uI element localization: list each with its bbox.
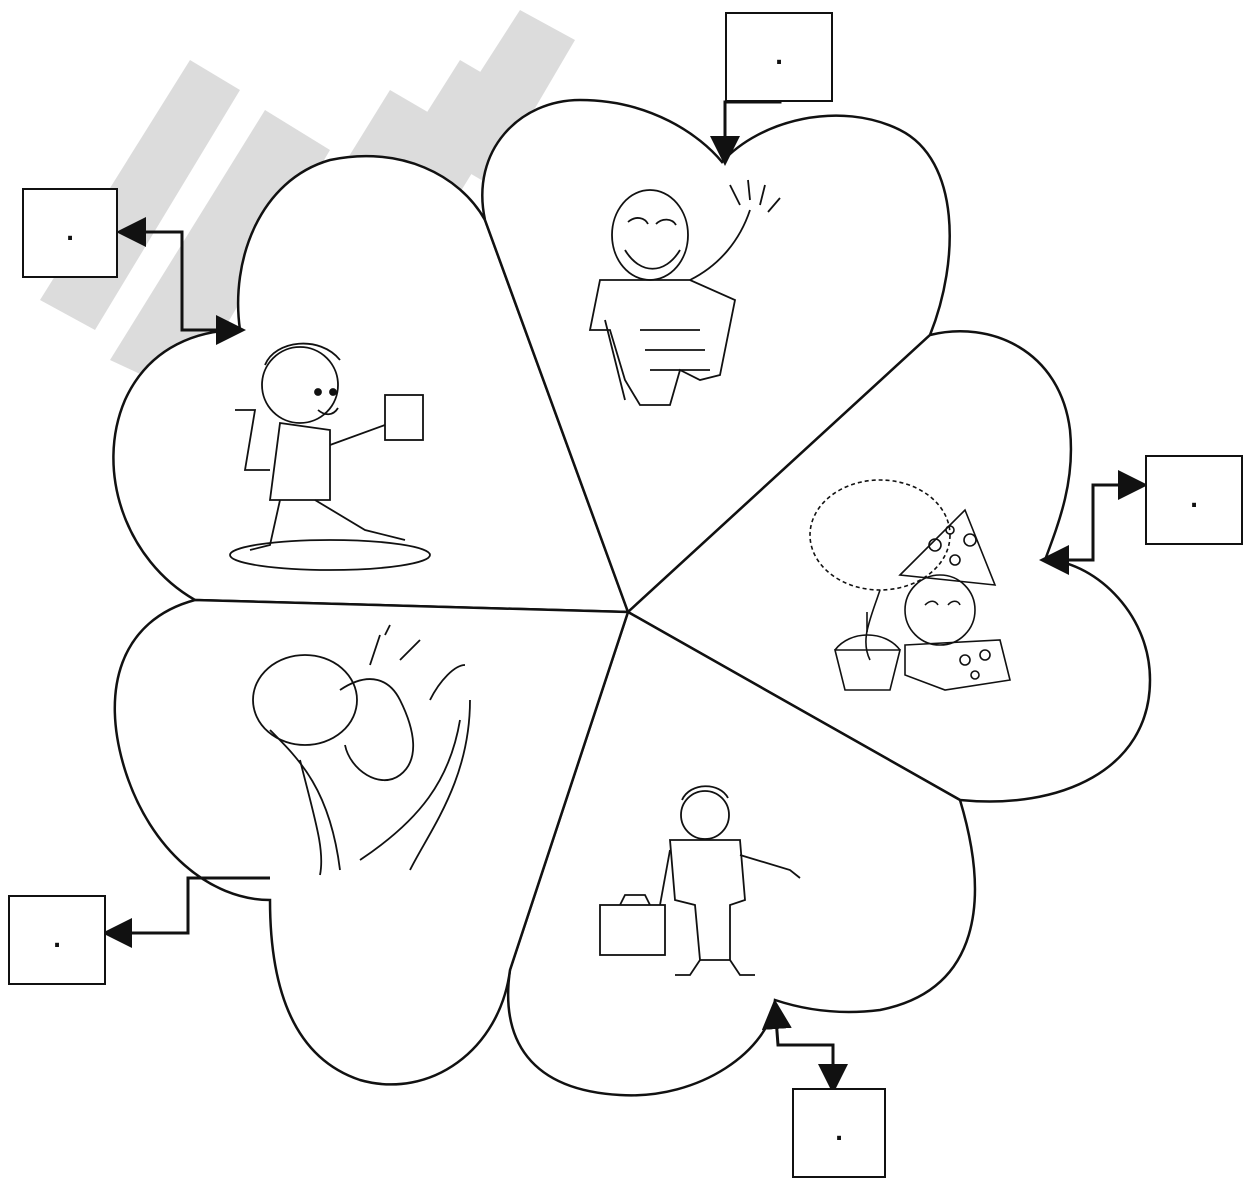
connector-bottom: [775, 1005, 833, 1088]
answer-box-bottom[interactable]: .: [792, 1088, 886, 1178]
answer-box-top[interactable]: .: [725, 12, 833, 102]
answer-box-top-left[interactable]: .: [22, 188, 118, 278]
answer-box-bottom-left[interactable]: .: [8, 895, 106, 985]
answer-box-right[interactable]: .: [1145, 455, 1243, 545]
petal-lines: [113, 100, 1150, 1095]
